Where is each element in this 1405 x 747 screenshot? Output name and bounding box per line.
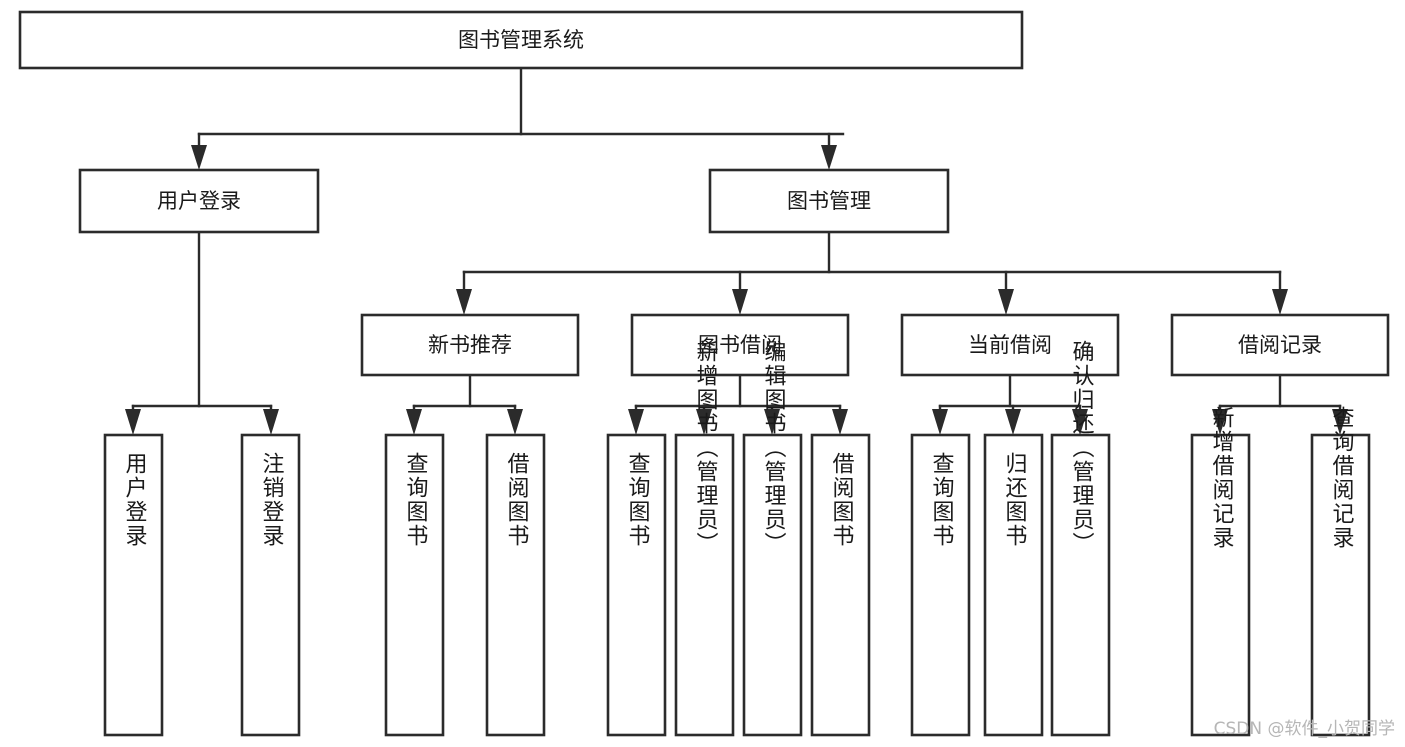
- leaf-user-logout-rect[interactable]: [240, 433, 301, 737]
- connector-group-root: [191, 66, 845, 170]
- leaf-brw-query-book-rect[interactable]: [606, 433, 667, 737]
- leaf-brw-query-book-label: 查询图书: [625, 452, 651, 548]
- connector-group-book-mgmt: [456, 230, 1288, 315]
- node-book-mgmt-rect[interactable]: [708, 168, 950, 234]
- node-current-borrow-label: 当前借阅: [968, 333, 1052, 357]
- leaf-user-logout[interactable]: 注销登录: [240, 433, 301, 737]
- leaf-brw-borrow-book-label: 借阅图书: [829, 452, 855, 548]
- leaf-cur-query-book[interactable]: 查询图书: [910, 433, 971, 737]
- arrowhead-book-borrow-leaf-4: [832, 409, 848, 435]
- arrowhead-root-to-book-mgmt: [821, 145, 837, 170]
- arrowhead-borrow-record-leaf-1: [1212, 409, 1228, 435]
- leaf-rec-borrow-book-rect[interactable]: [485, 433, 546, 737]
- leaf-brw-add-book[interactable]: 新增图书（管理员）: [674, 340, 735, 737]
- leaf-brw-borrow-book-rect[interactable]: [810, 433, 871, 737]
- node-root-label: 图书管理系统: [458, 28, 584, 52]
- leaf-brw-add-book-label: 新增图书（管理员）: [693, 340, 719, 556]
- arrowhead-user-login-leaf-2: [263, 409, 279, 435]
- node-book-mgmt[interactable]: 图书管理: [708, 168, 950, 234]
- leaf-rec-borrow-book[interactable]: 借阅图书: [485, 433, 546, 737]
- leaf-brw-add-book-rect[interactable]: [674, 433, 735, 737]
- node-current-borrow[interactable]: 当前借阅: [900, 313, 1120, 377]
- leaf-cur-confirm-return-rect[interactable]: [1050, 433, 1111, 737]
- leaf-cur-return-book-rect[interactable]: [983, 433, 1044, 737]
- leaf-user-login[interactable]: 用户登录: [103, 433, 164, 737]
- leaf-rcd-query-record-rect[interactable]: [1310, 433, 1371, 737]
- node-user-login-label: 用户登录: [157, 189, 241, 213]
- node-user-login[interactable]: 用户登录: [78, 168, 320, 234]
- leaf-rec-borrow-book-label: 借阅图书: [504, 452, 530, 548]
- node-borrow-record-label: 借阅记录: [1238, 333, 1322, 357]
- node-root[interactable]: 图书管理系统: [18, 10, 1024, 70]
- node-current-borrow-rect[interactable]: [900, 313, 1120, 377]
- leaf-cur-query-book-label: 查询图书: [929, 452, 955, 548]
- node-root-rect[interactable]: [18, 10, 1024, 70]
- leaf-cur-confirm-return[interactable]: 确认归还（管理员）: [1050, 340, 1111, 737]
- node-book-borrow-label: 图书借阅: [698, 333, 782, 357]
- leaf-rcd-add-record-label: 新增借阅记录: [1209, 406, 1235, 550]
- arrowhead-current-borrow-leaf-2: [1005, 409, 1021, 435]
- arrowhead-book-borrow-leaf-1: [628, 409, 644, 435]
- leaf-rec-query-book-rect[interactable]: [384, 433, 445, 737]
- leaf-user-login-rect[interactable]: [103, 433, 164, 737]
- arrowhead-book-mgmt-new-book-rec: [456, 289, 472, 315]
- leaf-rec-query-book-label: 查询图书: [403, 452, 429, 548]
- node-new-book-rec-label: 新书推荐: [428, 333, 512, 357]
- leaf-brw-query-book[interactable]: 查询图书: [606, 433, 667, 737]
- arrowhead-borrow-record-leaf-2: [1332, 409, 1348, 435]
- leaf-rcd-add-record-rect[interactable]: [1190, 433, 1251, 737]
- node-borrow-record[interactable]: 借阅记录: [1170, 313, 1390, 377]
- node-book-mgmt-label: 图书管理: [787, 189, 871, 213]
- connector-group-user-login: [125, 230, 279, 435]
- arrowhead-book-mgmt-borrow-record: [1272, 289, 1288, 315]
- arrowhead-new-book-rec-leaf-1: [406, 409, 422, 435]
- leaf-cur-return-book-label: 归还图书: [1002, 452, 1028, 548]
- leaf-brw-edit-book-rect[interactable]: [742, 433, 803, 737]
- leaf-cur-return-book[interactable]: 归还图书: [983, 433, 1044, 737]
- node-book-borrow[interactable]: 图书借阅: [630, 313, 850, 377]
- leaf-cur-confirm-return-label: 确认归还（管理员）: [1069, 340, 1095, 556]
- arrowhead-current-borrow-leaf-1: [932, 409, 948, 435]
- leaf-brw-edit-book-label: 编辑图书（管理员）: [761, 340, 787, 556]
- node-new-book-rec-rect[interactable]: [360, 313, 580, 377]
- arrowhead-book-mgmt-current-borrow: [998, 289, 1014, 315]
- connector-group-borrow-record: [1212, 373, 1348, 435]
- arrowhead-current-borrow-leaf-3: [1072, 409, 1088, 435]
- leaf-brw-borrow-book[interactable]: 借阅图书: [810, 433, 871, 737]
- arrowhead-root-to-user-login: [191, 145, 207, 170]
- leaf-cur-query-book-rect[interactable]: [910, 433, 971, 737]
- leaf-rec-query-book[interactable]: 查询图书: [384, 433, 445, 737]
- arrowhead-book-mgmt-book-borrow: [732, 289, 748, 315]
- leaf-rcd-query-record[interactable]: 查询借阅记录: [1310, 406, 1371, 737]
- connector-group-book-borrow: [628, 373, 848, 435]
- node-user-login-rect[interactable]: [78, 168, 320, 234]
- arrowhead-book-borrow-leaf-2: [696, 409, 712, 435]
- connector-group-current-borrow: [932, 373, 1088, 435]
- leaf-rcd-query-record-label: 查询借阅记录: [1329, 406, 1355, 550]
- leaf-user-logout-label: 注销登录: [259, 452, 285, 548]
- connector-group-new-book-rec: [406, 373, 523, 435]
- arrowhead-user-login-leaf-1: [125, 409, 141, 435]
- leaf-brw-edit-book[interactable]: 编辑图书（管理员）: [742, 340, 803, 737]
- leaf-rcd-add-record[interactable]: 新增借阅记录: [1190, 406, 1251, 737]
- arrowhead-new-book-rec-leaf-2: [507, 409, 523, 435]
- arrowhead-book-borrow-leaf-3: [764, 409, 780, 435]
- node-book-borrow-rect[interactable]: [630, 313, 850, 377]
- node-new-book-rec[interactable]: 新书推荐: [360, 313, 580, 377]
- node-borrow-record-rect[interactable]: [1170, 313, 1390, 377]
- leaf-user-login-label: 用户登录: [122, 452, 148, 548]
